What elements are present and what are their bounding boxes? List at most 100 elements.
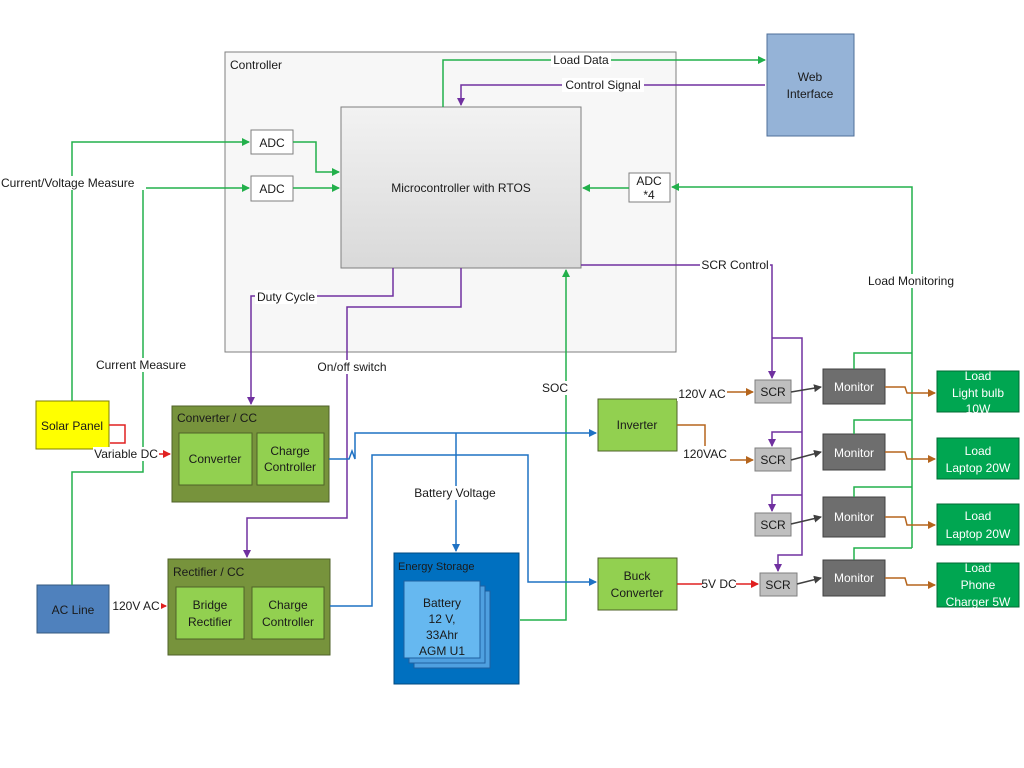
monitor-block-2: Monitor [822,433,886,471]
scr-3-to-monitor-wire [790,514,822,525]
wire-labels: Load Data Control Signal Current/Voltage… [0,53,960,613]
microcontroller-block: Microcontroller with RTOS [340,106,582,269]
control-signal-label: Control Signal [565,78,640,92]
converter-to-bus-wire [329,429,597,460]
load-4-label-line2: Phone [961,578,996,592]
adc-1-label: ADC [259,136,285,150]
ac-line-label: AC Line [52,603,95,617]
on-off-switch-label: On/off switch [317,360,386,374]
duty-cycle-label: Duty Cycle [257,290,315,304]
converter-label: Converter [189,452,242,466]
scr-control-label: SCR Control [701,258,768,272]
web-interface-label-line2: Interface [787,87,834,101]
variable-dc-label: Variable DC [94,447,158,461]
rectifier-cc-label: Rectifier / CC [173,565,245,579]
load-1-label-line2: Light bulb [952,386,1004,400]
load-4-label-line1: Load [965,561,992,575]
load-block-1: Load Light bulb 10W [936,369,1020,416]
load-monitoring-label: Load Monitoring [868,274,954,288]
monitor-block-3: Monitor [822,496,886,538]
battery-voltage-label: Battery Voltage [414,486,496,500]
charge-controller-1-label-line2: Controller [264,460,316,474]
monitor-block-1: Monitor [822,368,886,405]
charge-controller-1-label-line1: Charge [270,444,310,458]
scr-3-control-wire [768,494,802,512]
energy-storage-block: Energy Storage Battery 12 V, 33Ahr AGM U… [393,552,520,685]
load-block-3: Load Laptop 20W [936,503,1020,546]
microcontroller-label: Microcontroller with RTOS [391,181,531,195]
load-3-label-line1: Load [965,509,992,523]
load-data-label: Load Data [553,53,609,67]
buck-converter-block: Buck Converter [597,557,678,611]
monitor-4-label: Monitor [834,571,874,585]
bridge-rectifier-label-line1: Bridge [193,598,228,612]
load-2-label-line1: Load [965,444,992,458]
inverter-label: Inverter [617,418,658,432]
dc-5v-label: 5V DC [701,577,737,591]
adc-2-label: ADC [259,182,285,196]
red-wires [109,424,758,610]
scr-2-label: SCR [760,453,786,467]
brown-wires [677,386,936,589]
purple-wires [243,84,803,572]
current-voltage-measure-label: Current/Voltage Measure [1,176,135,190]
adc-block-2: ADC [250,175,294,202]
load-data-wire [442,56,766,107]
monitor-block-4: Monitor [822,559,886,597]
load-monitoring-bus [671,183,913,548]
battery-label-line2: 12 V, [429,612,456,626]
monitor-3-label: Monitor [834,510,874,524]
scr-2-to-monitor-wire [790,449,822,461]
controller-label: Controller [230,58,282,72]
duty-cycle-wire [247,268,394,405]
battery-label-line1: Battery [423,596,461,610]
charge-controller-2-label-line2: Controller [262,615,314,629]
monitor-3-to-load-wire [885,516,936,529]
load-1-label-line1: Load [965,369,992,383]
adc1-to-mcu-wire [293,141,340,176]
monitor-3-sense-wire [853,486,912,497]
monitor-1-to-load-wire [885,386,936,397]
scr-1-label: SCR [760,385,786,399]
monitor-1-label: Monitor [834,380,874,394]
monitor-4-sense-wire [853,547,912,560]
ac-120v-inverter-label-a: 120V AC [678,387,726,401]
adc-block-1: ADC [250,129,294,155]
solar-loop-wire [109,424,126,444]
scr-3-label: SCR [760,518,786,532]
rectifier-to-bus-wire [330,454,597,607]
scr-block-2: SCR [754,447,792,472]
scr-4-to-monitor-wire [796,575,822,585]
solar-panel-block: Solar Panel [35,400,110,450]
scr-control-wire [581,264,776,379]
battery-label-line3: 33Ahr [426,628,458,642]
control-signal-wire [457,84,765,106]
monitor-4-to-load-wire [885,577,936,589]
current-measure-label: Current Measure [96,358,186,372]
soc-label: SOC [542,381,568,395]
monitor-2-label: Monitor [834,446,874,460]
load-block-4: Load Phone Charger 5W [936,561,1020,609]
converter-cc-label: Converter / CC [177,411,257,425]
converter-cc-block: Converter / CC Converter Charge Controll… [171,405,330,503]
buck-converter-label-line1: Buck [624,569,652,583]
gray-wires [790,384,822,585]
scr-block-4: SCR [759,572,798,597]
scr-block-3: SCR [754,512,792,537]
rectifier-cc-block: Rectifier / CC Bridge Rectifier Charge C… [167,558,331,656]
monitor-2-to-load-wire [885,451,936,463]
load-2-label-line2: Laptop 20W [946,461,1011,475]
adc-block-4: ADC *4 [628,172,671,203]
scr-4-label: SCR [765,578,791,592]
battery-label-line4: AGM U1 [419,644,465,658]
adc-4-label-line1: ADC [636,174,662,188]
green-wires [71,56,913,621]
buck-converter-label-line2: Converter [611,586,664,600]
load-3-label-line2: Laptop 20W [946,527,1011,541]
scr-control-bus [772,337,803,572]
scr-1-to-monitor-wire [790,384,822,393]
bridge-rectifier-label-line2: Rectifier [188,615,232,629]
load-block-2: Load Laptop 20W [936,437,1020,480]
ac-120v-inverter-label-b: 120VAC [683,447,727,461]
